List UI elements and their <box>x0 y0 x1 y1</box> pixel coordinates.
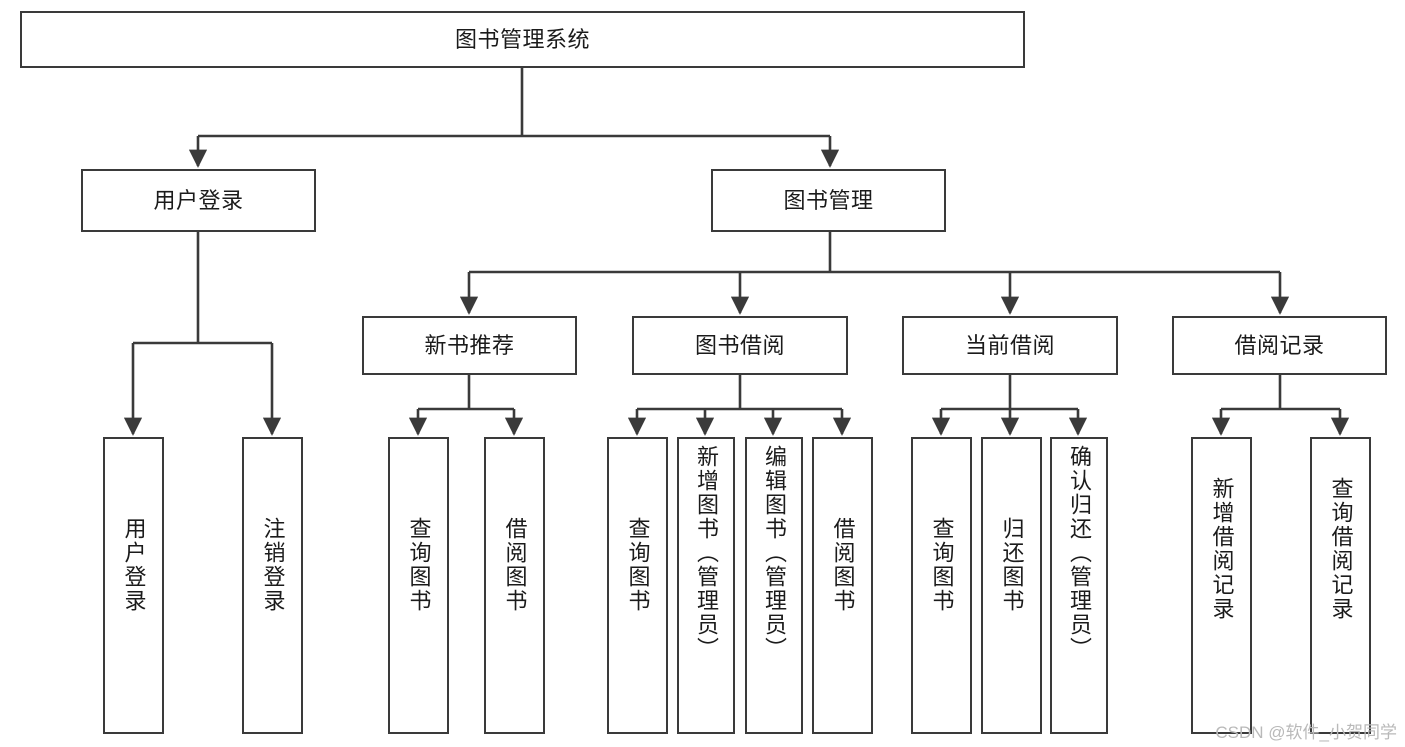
leaf-recommend-borrow-book[interactable]: 借阅图书 <box>484 437 545 734</box>
leaf-user-login-label: 用户登录 <box>121 517 147 613</box>
leaf-recommend-query-book[interactable]: 查询图书 <box>388 437 449 734</box>
leaf-recommend-query-book-label: 查询图书 <box>406 517 432 613</box>
leaf-recommend-borrow-book-label: 借阅图书 <box>502 517 528 613</box>
leaf-borrow-book-label: 借阅图书 <box>830 517 856 613</box>
leaf-return-book[interactable]: 归还图书 <box>981 437 1042 734</box>
leaf-add-borrow-record[interactable]: 新增借阅记录 <box>1191 437 1252 734</box>
node-current-borrow-label: 当前借阅 <box>964 332 1055 358</box>
node-book-manage[interactable]: 图书管理 <box>711 169 946 232</box>
leaf-logout-label: 注销登录 <box>260 517 286 613</box>
leaf-edit-book-admin-label: 编辑图书（管理员） <box>762 445 787 661</box>
leaf-query-borrow-record[interactable]: 查询借阅记录 <box>1310 437 1371 734</box>
node-borrow-record-label: 借阅记录 <box>1234 332 1325 358</box>
leaf-add-borrow-record-label: 新增借阅记录 <box>1209 477 1235 621</box>
node-new-book-recommend[interactable]: 新书推荐 <box>362 316 577 375</box>
leaf-add-book-admin[interactable]: 新增图书（管理员） <box>677 437 735 734</box>
node-root-label: 图书管理系统 <box>454 26 590 52</box>
leaf-current-query-book-label: 查询图书 <box>929 517 955 613</box>
node-book-borrow[interactable]: 图书借阅 <box>632 316 848 375</box>
node-current-borrow[interactable]: 当前借阅 <box>902 316 1118 375</box>
leaf-confirm-return-admin-label: 确认归还（管理员） <box>1067 445 1092 661</box>
leaf-user-login[interactable]: 用户登录 <box>103 437 164 734</box>
node-user-login-label: 用户登录 <box>153 187 244 213</box>
leaf-current-query-book[interactable]: 查询图书 <box>911 437 972 734</box>
leaf-edit-book-admin[interactable]: 编辑图书（管理员） <box>745 437 803 734</box>
node-book-borrow-label: 图书借阅 <box>694 332 785 358</box>
leaf-add-book-admin-label: 新增图书（管理员） <box>694 445 719 661</box>
leaf-confirm-return-admin[interactable]: 确认归还（管理员） <box>1050 437 1108 734</box>
leaf-borrow-query-book[interactable]: 查询图书 <box>607 437 668 734</box>
leaf-query-borrow-record-label: 查询借阅记录 <box>1328 477 1354 621</box>
leaf-borrow-book[interactable]: 借阅图书 <box>812 437 873 734</box>
node-book-manage-label: 图书管理 <box>783 187 874 213</box>
leaf-return-book-label: 归还图书 <box>999 517 1025 613</box>
node-new-book-recommend-label: 新书推荐 <box>424 332 515 358</box>
leaf-logout[interactable]: 注销登录 <box>242 437 303 734</box>
leaf-borrow-query-book-label: 查询图书 <box>625 517 651 613</box>
node-user-login[interactable]: 用户登录 <box>81 169 316 232</box>
node-borrow-record[interactable]: 借阅记录 <box>1172 316 1387 375</box>
node-root[interactable]: 图书管理系统 <box>20 11 1025 68</box>
